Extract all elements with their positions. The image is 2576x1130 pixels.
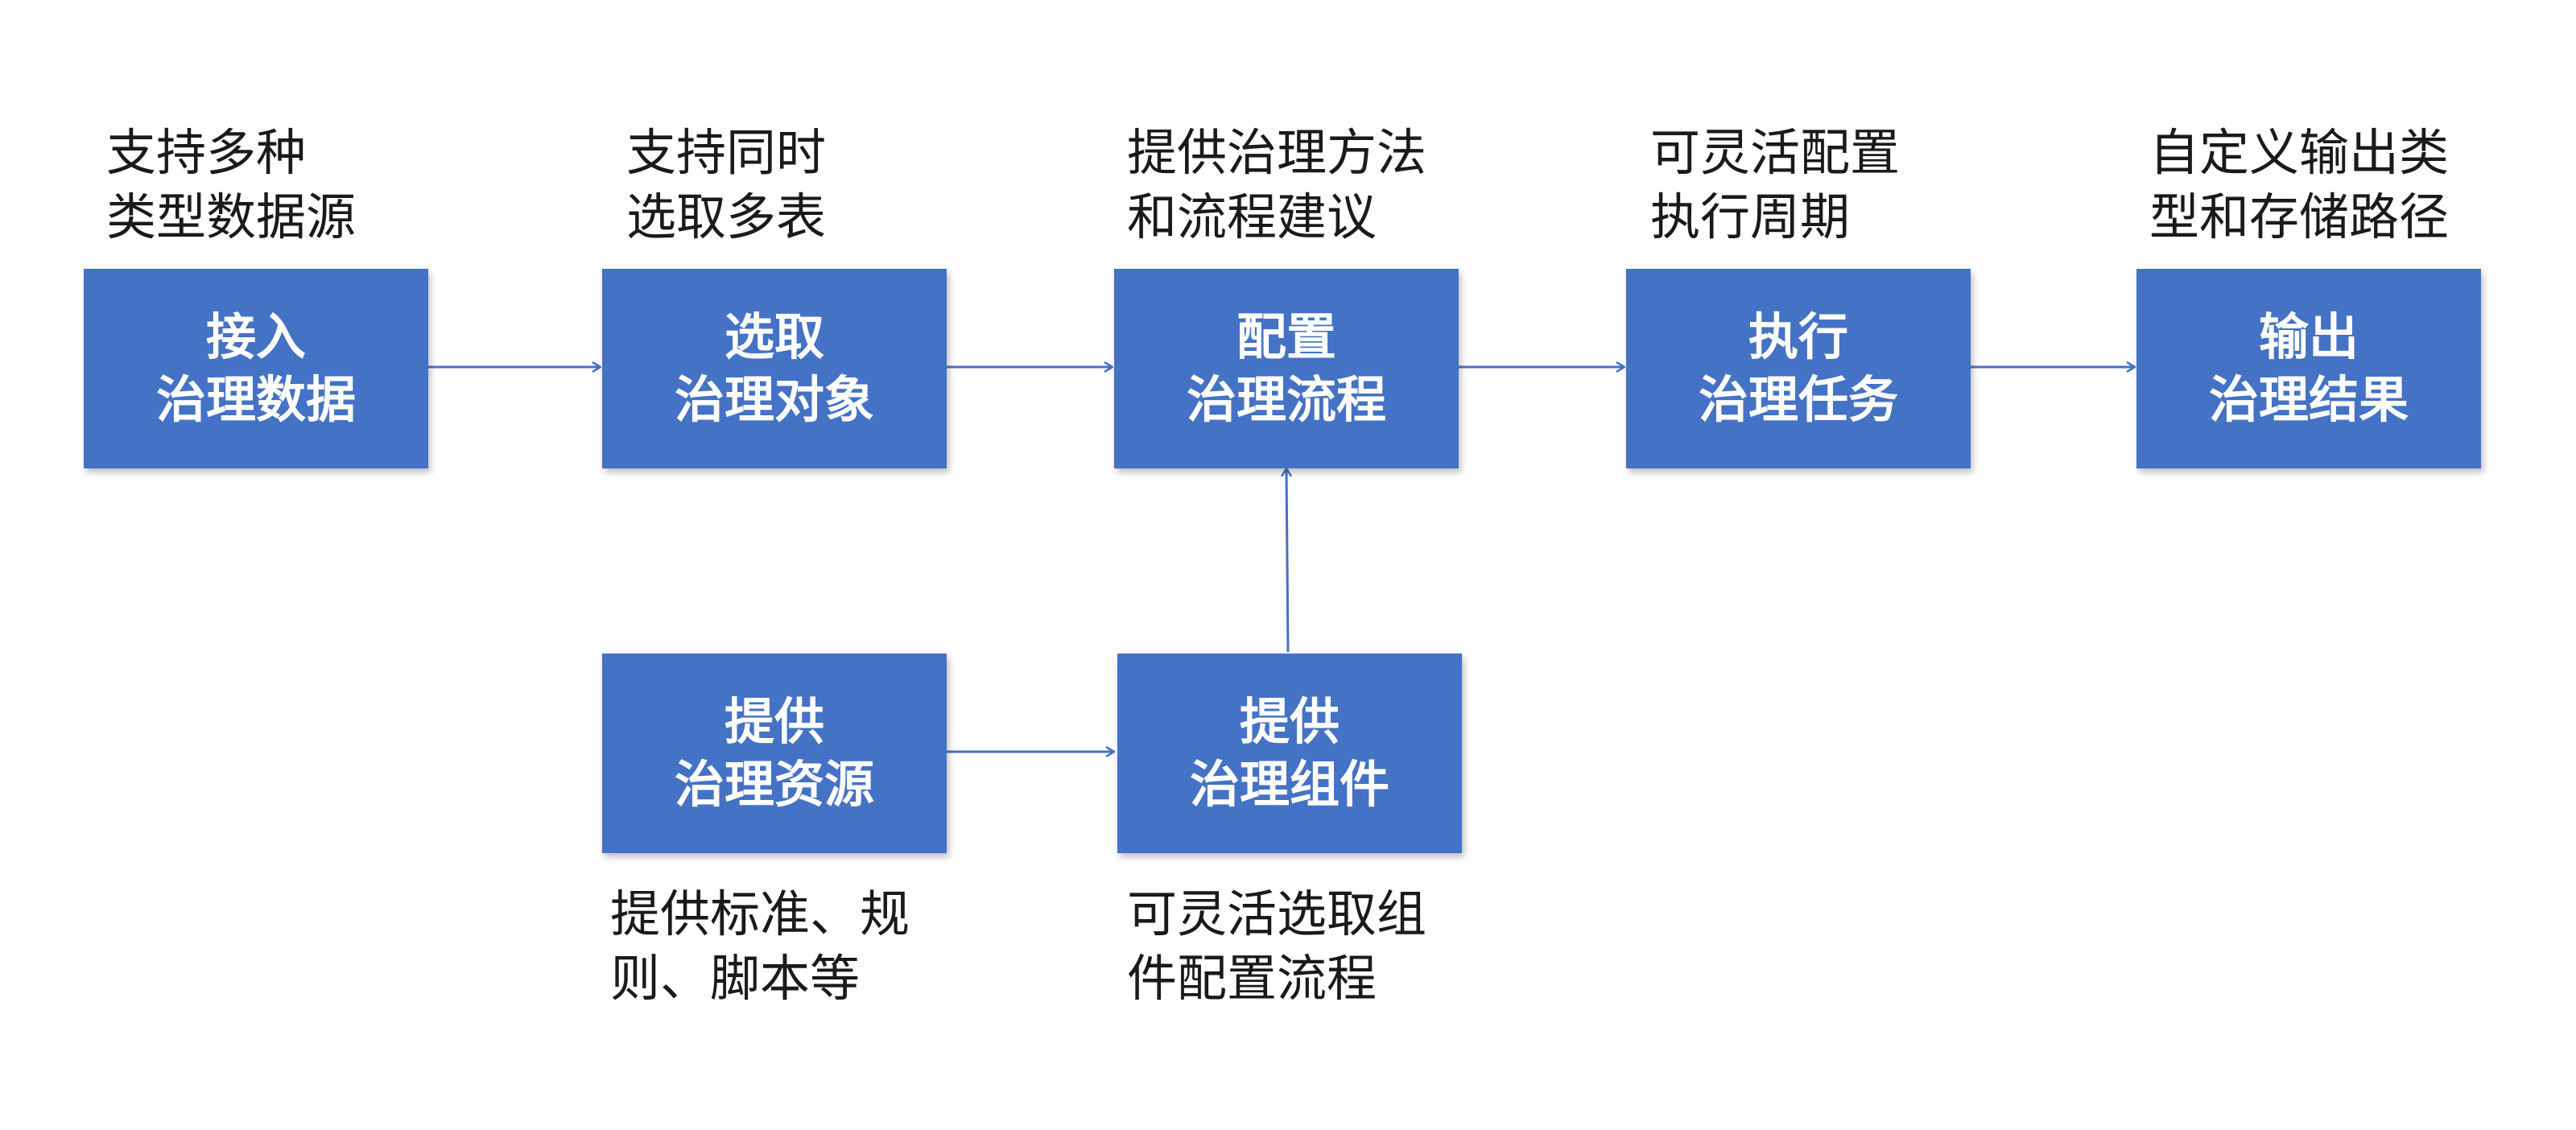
arrow-components-to-configure bbox=[1286, 468, 1288, 653]
node-subtitle: 治理任务 bbox=[1698, 370, 1898, 429]
node-execute-task: 执行 治理任务 bbox=[1626, 269, 1971, 468]
node-configure-process: 配置 治理流程 bbox=[1114, 269, 1459, 468]
node-title: 输出 bbox=[2258, 307, 2359, 366]
node-title: 选取 bbox=[724, 307, 824, 366]
node-subtitle: 治理对象 bbox=[674, 370, 874, 429]
node-provide-resources: 提供 治理资源 bbox=[602, 654, 947, 853]
node-title: 执行 bbox=[1748, 307, 1848, 366]
node-title: 配置 bbox=[1236, 307, 1336, 366]
node-subtitle: 治理组件 bbox=[1189, 755, 1389, 814]
note-execute: 可灵活配置 执行周期 bbox=[1650, 123, 1901, 246]
note-configure: 提供治理方法 和流程建议 bbox=[1127, 123, 1427, 246]
node-output-results: 输出 治理结果 bbox=[2136, 269, 2481, 468]
node-title: 接入 bbox=[205, 307, 306, 366]
note-components: 可灵活选取组 件配置流程 bbox=[1127, 885, 1427, 1008]
node-title: 提供 bbox=[1239, 692, 1340, 751]
node-subtitle: 治理流程 bbox=[1186, 370, 1386, 429]
note-output: 自定义输出类 型和存储路径 bbox=[2149, 123, 2450, 246]
node-title: 提供 bbox=[724, 692, 824, 751]
node-subtitle: 治理资源 bbox=[674, 755, 874, 814]
node-subtitle: 治理数据 bbox=[155, 370, 356, 429]
node-provide-components: 提供 治理组件 bbox=[1117, 654, 1462, 853]
note-resources: 提供标准、规 则、脚本等 bbox=[610, 885, 910, 1008]
node-subtitle: 治理结果 bbox=[2208, 370, 2409, 429]
node-select-objects: 选取 治理对象 bbox=[602, 269, 947, 468]
note-select: 支持同时 选取多表 bbox=[626, 123, 827, 246]
node-ingest-data: 接入 治理数据 bbox=[84, 269, 428, 468]
note-ingest: 支持多种 类型数据源 bbox=[106, 123, 357, 246]
